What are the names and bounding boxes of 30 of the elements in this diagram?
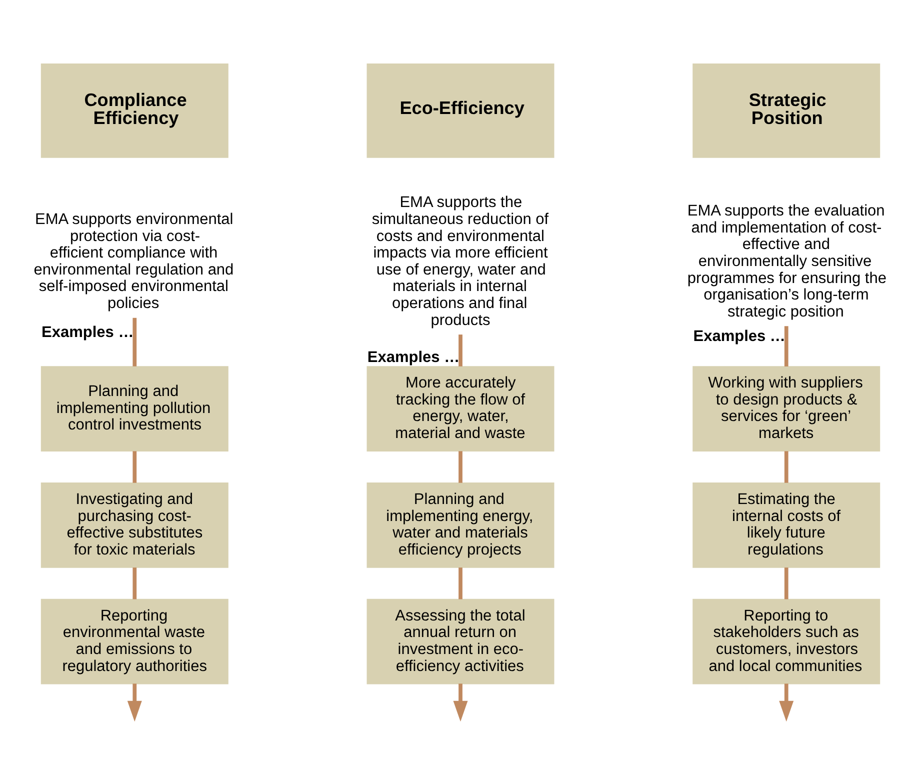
node-box: Assessing the total annual return on investment in eco-efficiency activities: [366, 598, 554, 684]
node-box: Eco-Efficiency: [366, 63, 554, 158]
node-text: EMA supports the evaluation and implementation of cost-effective and environmentally sensitive programmes for ensuring the organisation’s long-term strategic position: [687, 202, 886, 320]
connector: [458, 450, 462, 482]
edge-label: Examples …: [42, 323, 134, 340]
node-box: Planning and implementing energy, water and materials efficiency projects: [366, 482, 554, 568]
node-box: Planning and implementing pollution control investments: [40, 366, 228, 451]
arrow: [453, 683, 468, 722]
node-box: Estimating the internal costs of likely future regulations: [692, 482, 880, 568]
connector: [458, 334, 462, 366]
node-box: Reporting to stakeholders such as customers, investors and local communities: [692, 598, 880, 684]
node-box: Working with suppliers to design products & services for ‘green’ markets: [692, 366, 880, 451]
connector: [784, 326, 788, 366]
node-text: EMA supports environmental protection via cost-efficient compliance with environmental regulation and self-imposed environmental policies: [34, 210, 234, 312]
connector: [132, 317, 137, 366]
edge-label: Examples …: [693, 328, 786, 345]
connector: [784, 450, 788, 482]
edge-label: Examples …: [367, 348, 460, 366]
node-box: Reporting environmental waste and emissions to regulatory authorities: [40, 598, 228, 684]
node-box: Strategic Position: [692, 63, 880, 158]
connector: [784, 567, 788, 599]
node-box: Compliance Efficiency: [40, 63, 228, 158]
connector: [132, 567, 137, 599]
connector: [458, 567, 462, 599]
node-text: EMA supports the simultaneous reduction of costs and environmental impacts via more efficient use of energy, water and materials in internal operations and final products: [372, 194, 549, 328]
arrow: [779, 683, 794, 722]
node-box: More accurately tracking the flow of energy, water, material and waste: [366, 366, 554, 451]
node-box: Investigating and purchasing cost-effective substitutes for toxic materials: [40, 482, 228, 568]
arrow: [127, 683, 142, 722]
connector: [132, 450, 137, 482]
